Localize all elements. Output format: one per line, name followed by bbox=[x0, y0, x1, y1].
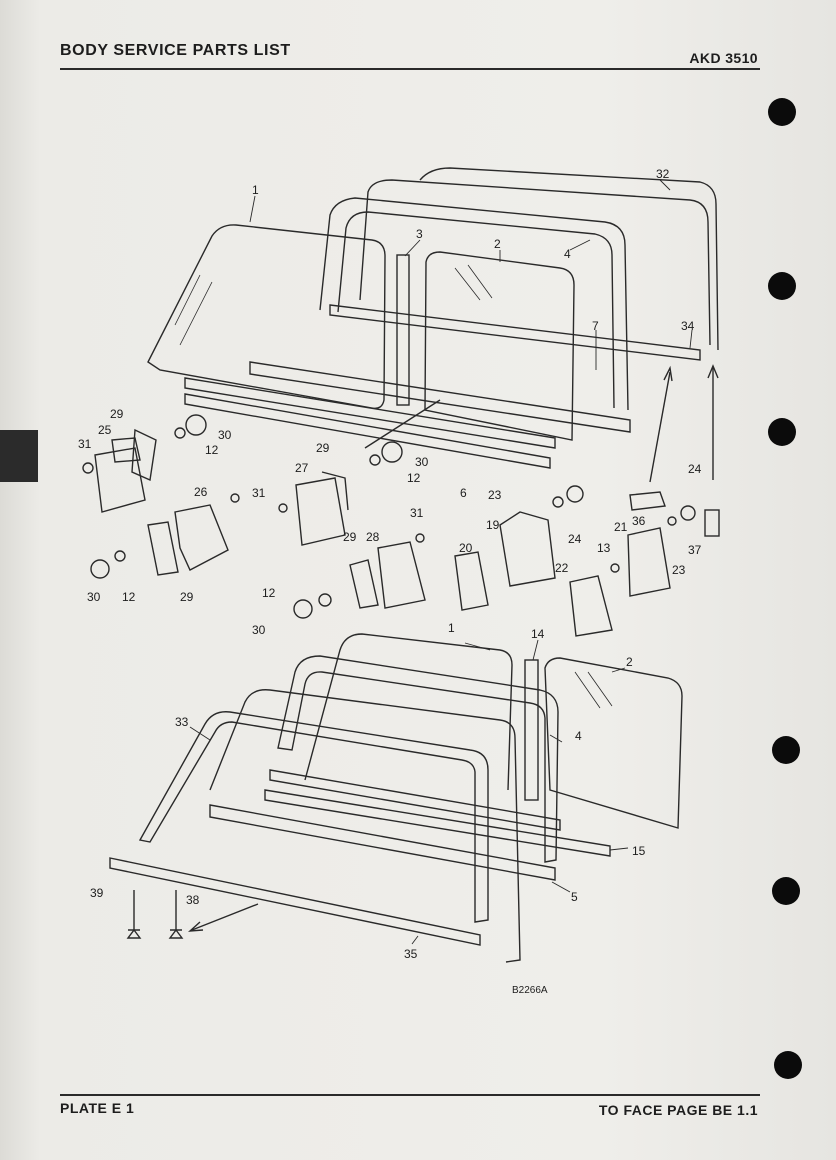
callout-label: 36 bbox=[632, 514, 646, 528]
callout-label: 21 bbox=[614, 520, 628, 534]
callout-label: 31 bbox=[252, 486, 266, 500]
page-title: BODY SERVICE PARTS LIST bbox=[60, 42, 291, 59]
callout-label: 24 bbox=[568, 532, 582, 546]
callout-label: 2 bbox=[494, 237, 501, 251]
binder-tab bbox=[0, 430, 38, 482]
punch-hole bbox=[774, 1051, 802, 1079]
callout-label: 5 bbox=[571, 890, 578, 904]
callout-label: 20 bbox=[459, 541, 473, 555]
punch-hole bbox=[768, 272, 796, 300]
callout-label: 39 bbox=[90, 886, 104, 900]
callout-label: 3 bbox=[416, 227, 423, 241]
callout-label: 33 bbox=[175, 715, 189, 729]
callout-label: 1 bbox=[252, 183, 259, 197]
callout-label: 27 bbox=[295, 461, 309, 475]
callout-label: 30 bbox=[87, 590, 101, 604]
callout-label: 14 bbox=[531, 627, 545, 641]
callout-label: 2 bbox=[626, 655, 633, 669]
callout-label: 25 bbox=[98, 423, 112, 437]
callout-label: 26 bbox=[194, 485, 208, 499]
callout-label: 37 bbox=[688, 543, 702, 557]
callout-label: 22 bbox=[555, 561, 569, 575]
callout-label: 29 bbox=[316, 441, 330, 455]
callout-label: 13 bbox=[597, 541, 611, 555]
callout-label: 15 bbox=[632, 844, 646, 858]
callout-label: 38 bbox=[186, 893, 200, 907]
punch-hole bbox=[768, 98, 796, 126]
diagram-linework bbox=[82, 167, 720, 963]
header-rule bbox=[60, 68, 760, 70]
callout-label: 24 bbox=[688, 462, 702, 476]
callout-label: 12 bbox=[122, 590, 136, 604]
callout-label: 34 bbox=[681, 319, 695, 333]
callout-label: 30 bbox=[415, 455, 429, 469]
callout-label: 29 bbox=[180, 590, 194, 604]
callout-label: 4 bbox=[575, 729, 582, 743]
callout-label: 28 bbox=[366, 530, 380, 544]
callout-label: 35 bbox=[404, 947, 418, 961]
callout-label: 23 bbox=[672, 563, 686, 577]
punch-hole bbox=[772, 736, 800, 764]
callout-label: 23 bbox=[488, 488, 502, 502]
plate-label: PLATE E 1 bbox=[60, 1100, 135, 1116]
callout-label: 30 bbox=[218, 428, 232, 442]
callout-label: 7 bbox=[592, 319, 599, 333]
callout-label: 6 bbox=[460, 486, 467, 500]
callout-labels: 1 32 3 2 4 7 34 29 25 31 30 12 29 30 12 … bbox=[78, 167, 702, 996]
callout-label: 30 bbox=[252, 623, 266, 637]
callout-label: 19 bbox=[486, 518, 500, 532]
callout-label: 1 bbox=[448, 621, 455, 635]
callout-label: 31 bbox=[78, 437, 92, 451]
document-code: AKD 3510 bbox=[689, 50, 758, 66]
callout-label: 31 bbox=[410, 506, 424, 520]
callout-label: 32 bbox=[656, 167, 670, 181]
callout-label: 4 bbox=[564, 247, 571, 261]
punch-hole bbox=[772, 877, 800, 905]
figure-reference: B2266A bbox=[512, 985, 548, 996]
callout-label: 12 bbox=[407, 471, 421, 485]
callout-label: 12 bbox=[262, 586, 276, 600]
callout-label: 29 bbox=[343, 530, 357, 544]
punch-hole bbox=[768, 418, 796, 446]
footer-rule bbox=[60, 1094, 760, 1096]
callout-label: 29 bbox=[110, 407, 124, 421]
callout-label: 12 bbox=[205, 443, 219, 457]
page-reference: TO FACE PAGE BE 1.1 bbox=[598, 1102, 758, 1118]
